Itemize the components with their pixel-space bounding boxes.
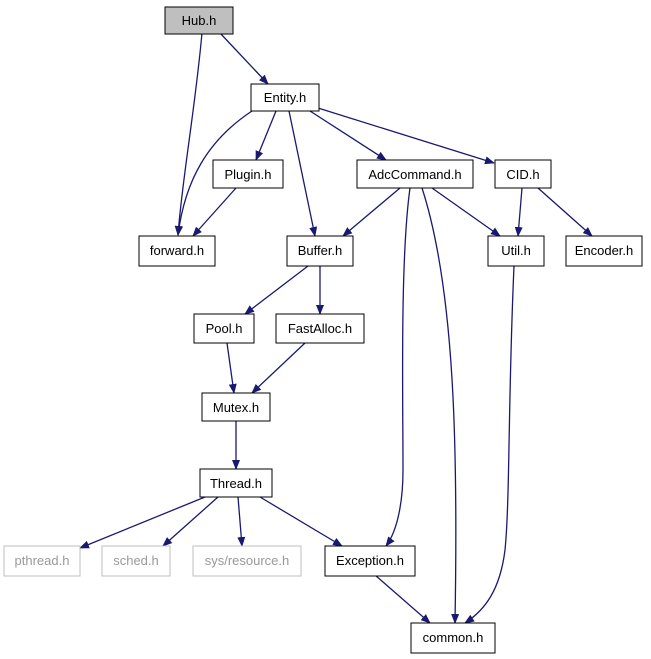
edge-thread-sched bbox=[162, 496, 219, 547]
node-thread[interactable]: Thread.h bbox=[199, 468, 273, 498]
node-pthread[interactable]: pthread.h bbox=[3, 545, 81, 577]
edge-thread-sysresource bbox=[237, 496, 246, 547]
node-fastalloc[interactable]: FastAlloc.h bbox=[275, 313, 365, 344]
node-plugin-label: Plugin.h bbox=[225, 167, 272, 182]
node-pool-label: Pool.h bbox=[206, 321, 243, 336]
node-pool[interactable]: Pool.h bbox=[193, 313, 255, 344]
node-adccommand-label: AdcCommand.h bbox=[368, 167, 461, 182]
edge-cid-util bbox=[514, 187, 523, 237]
node-cid[interactable]: CID.h bbox=[494, 159, 552, 189]
edge-adccommand-common bbox=[421, 187, 460, 624]
node-common[interactable]: common.h bbox=[410, 622, 496, 654]
node-util-label: Util.h bbox=[501, 243, 531, 258]
edge-util-common bbox=[464, 265, 515, 624]
edge-adccommand-buffer bbox=[342, 187, 401, 237]
edge-exception-common bbox=[374, 574, 431, 624]
edge-entity-cid bbox=[317, 107, 495, 165]
edge-adccommand-util bbox=[431, 187, 501, 237]
edge-entity-buffer bbox=[288, 110, 318, 237]
node-adccommand[interactable]: AdcCommand.h bbox=[356, 159, 474, 189]
node-buffer-label: Buffer.h bbox=[298, 243, 343, 258]
edge-entity-adccommand bbox=[309, 110, 387, 161]
node-util[interactable]: Util.h bbox=[487, 235, 545, 267]
node-exception[interactable]: Exception.h bbox=[324, 545, 416, 577]
edge-thread-pthread bbox=[79, 496, 206, 549]
node-exception-label: Exception.h bbox=[336, 553, 404, 568]
node-mutex[interactable]: Mutex.h bbox=[201, 392, 271, 422]
edge-plugin-forward bbox=[192, 187, 237, 237]
edge-adccommand-exception bbox=[385, 187, 411, 547]
node-encoder[interactable]: Encoder.h bbox=[565, 235, 643, 267]
edge-pool-mutex bbox=[226, 342, 237, 394]
node-plugin[interactable]: Plugin.h bbox=[212, 159, 284, 189]
edge-hub-entity bbox=[219, 32, 269, 85]
node-encoder-label: Encoder.h bbox=[575, 243, 634, 258]
edges bbox=[79, 32, 593, 624]
edge-cid-encoder bbox=[537, 187, 593, 237]
node-sched[interactable]: sched.h bbox=[101, 545, 171, 577]
edge-hub-forward bbox=[174, 32, 203, 236]
edge-thread-exception bbox=[259, 496, 343, 547]
node-thread-label: Thread.h bbox=[210, 476, 262, 491]
edge-fastalloc-mutex bbox=[251, 342, 306, 394]
node-entity-label: Entity.h bbox=[264, 90, 306, 105]
edge-entity-plugin bbox=[255, 110, 277, 161]
node-common-label: common.h bbox=[423, 630, 484, 645]
node-buffer[interactable]: Buffer.h bbox=[286, 235, 354, 267]
node-pthread-label: pthread.h bbox=[15, 553, 70, 568]
node-cid-label: CID.h bbox=[506, 167, 539, 182]
node-mutex-label: Mutex.h bbox=[213, 400, 259, 415]
node-hub[interactable]: Hub.h bbox=[164, 6, 234, 35]
node-fastalloc-label: FastAlloc.h bbox=[288, 321, 352, 336]
node-forward[interactable]: forward.h bbox=[138, 235, 216, 267]
node-sysresource[interactable]: sys/resource.h bbox=[192, 545, 302, 577]
node-sched-label: sched.h bbox=[113, 553, 159, 568]
node-forward-label: forward.h bbox=[150, 243, 204, 258]
edge-buffer-pool bbox=[244, 265, 309, 315]
node-sysresource-label: sys/resource.h bbox=[205, 553, 290, 568]
edge-entity-forward bbox=[175, 110, 253, 236]
node-hub-label: Hub.h bbox=[182, 13, 217, 28]
node-entity[interactable]: Entity.h bbox=[250, 83, 320, 112]
